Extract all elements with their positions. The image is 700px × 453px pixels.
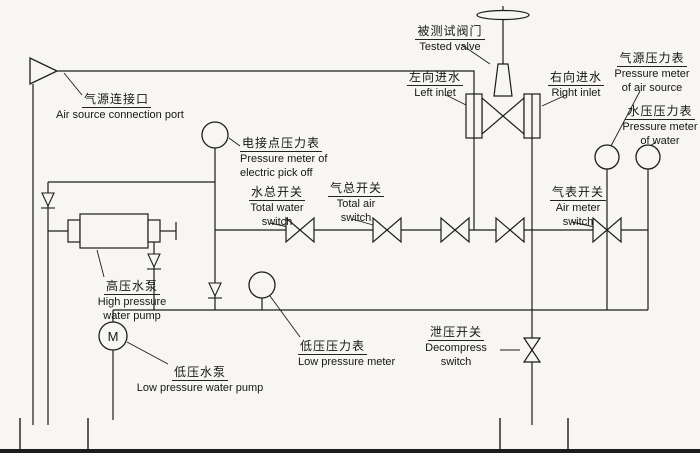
label-air-source-meter-en: Pressure meter of air source — [614, 68, 690, 94]
scan-edge-artifact — [0, 449, 700, 453]
label-electric-meter-zh: 电接点压力表 — [240, 136, 323, 153]
label-decompress: 泄压开关 Decompress switch — [412, 322, 500, 369]
label-left-inlet-zh: 左向进水 — [406, 70, 463, 87]
label-air-source-port: 气源连接口 Air source connection port — [56, 89, 216, 123]
valve-decompress-icon — [522, 337, 542, 363]
label-lp-pump-zh: 低压水泵 — [171, 365, 228, 382]
gauge-air-source-icon — [594, 144, 620, 170]
leader-right-inlet — [541, 94, 567, 107]
label-total-water-switch: 水总开关 Total water switch — [238, 182, 316, 229]
leader-air-source — [63, 72, 83, 96]
gauge-water-pressure-icon — [635, 144, 661, 170]
label-tested-valve-zh: 被测试阀门 — [415, 24, 485, 41]
leader-tested-valve — [461, 44, 491, 65]
tank-right — [499, 418, 569, 451]
valve-left-inlet-icon — [440, 216, 470, 244]
tank-left — [19, 418, 89, 451]
valve-air-meter-icon — [592, 216, 622, 244]
pipe-air-supply — [57, 70, 475, 94]
label-decompress-en: Decompress switch — [425, 342, 487, 368]
label-electric-meter: 电接点压力表 Pressure meter of electric pick o… — [240, 133, 360, 180]
label-lp-pump-en: Low pressure water pump — [136, 382, 264, 395]
label-right-inlet: 右向进水 Right inlet — [543, 67, 609, 101]
leader-left-inlet — [445, 94, 469, 107]
tested-valve-symbol — [465, 6, 541, 139]
label-hp-pump: 高压水泵 High pressure water pump — [82, 276, 182, 323]
pump-high-pressure — [67, 213, 177, 249]
air-source-triangle-icon — [29, 56, 59, 86]
valve-right-inlet-icon — [495, 216, 525, 244]
label-air-meter-switch: 气表开关 Air meter switch — [542, 182, 614, 229]
motor-low-pressure-pump: M — [98, 321, 128, 351]
check-valve-riser-icon — [208, 282, 222, 299]
label-lp-pump: 低压水泵 Low pressure water pump — [130, 362, 270, 396]
label-water-meter-zh: 水压压力表 — [625, 104, 695, 121]
label-total-air-switch-en: Total air switch — [336, 198, 376, 224]
check-valve-discharge-icon — [147, 253, 161, 270]
leader-lp-meter — [269, 295, 301, 338]
gauge-low-pressure-icon — [248, 271, 276, 299]
label-right-inlet-en: Right inlet — [551, 87, 601, 100]
valve-total-air-icon — [372, 216, 402, 244]
label-lp-meter: 低压压力表 Low pressure meter — [298, 336, 428, 370]
label-total-air-switch: 气总开关 Total air switch — [320, 178, 392, 225]
label-water-meter-en: Pressure meter of water — [622, 121, 698, 147]
label-total-water-switch-en: Total water switch — [250, 202, 304, 228]
label-tested-valve: 被测试阀门 Tested valve — [404, 21, 496, 55]
label-decompress-zh: 泄压开关 — [427, 325, 484, 342]
leader-air-source-meter — [610, 90, 641, 147]
label-left-inlet-en: Left inlet — [414, 87, 456, 100]
label-lp-meter-zh: 低压压力表 — [298, 339, 368, 356]
label-hp-pump-zh: 高压水泵 — [103, 279, 160, 296]
check-valve-suction-icon — [41, 192, 55, 209]
label-air-meter-switch-zh: 气表开关 — [549, 185, 606, 202]
label-air-source-meter-zh: 气源压力表 — [617, 51, 687, 68]
motor-letter: M — [108, 329, 119, 344]
label-tested-valve-en: Tested valve — [419, 41, 481, 54]
label-air-source-port-en: Air source connection port — [56, 109, 184, 122]
gauge-electric-contact-icon — [201, 121, 229, 149]
label-electric-meter-en: Pressure meter of electric pick off — [240, 153, 328, 179]
valve-total-water-icon — [285, 216, 315, 244]
label-hp-pump-en: High pressure water pump — [97, 296, 167, 322]
label-lp-meter-en: Low pressure meter — [298, 356, 396, 369]
leader-electric-meter — [228, 137, 241, 147]
label-air-source-meter: 气源压力表 Pressure meter of air source — [607, 48, 697, 95]
leader-hp-pump — [96, 249, 105, 278]
leader-lp-pump — [126, 341, 169, 365]
label-air-source-port-zh: 气源连接口 — [82, 92, 152, 109]
label-total-water-switch-zh: 水总开关 — [248, 185, 305, 202]
label-right-inlet-zh: 右向进水 — [547, 70, 604, 87]
label-water-meter: 水压压力表 Pressure meter of water — [620, 101, 700, 148]
pipes — [32, 70, 649, 425]
label-left-inlet: 左向进水 Left inlet — [402, 67, 468, 101]
label-total-air-switch-zh: 气总开关 — [327, 181, 384, 198]
label-air-meter-switch-en: Air meter switch — [555, 202, 601, 228]
